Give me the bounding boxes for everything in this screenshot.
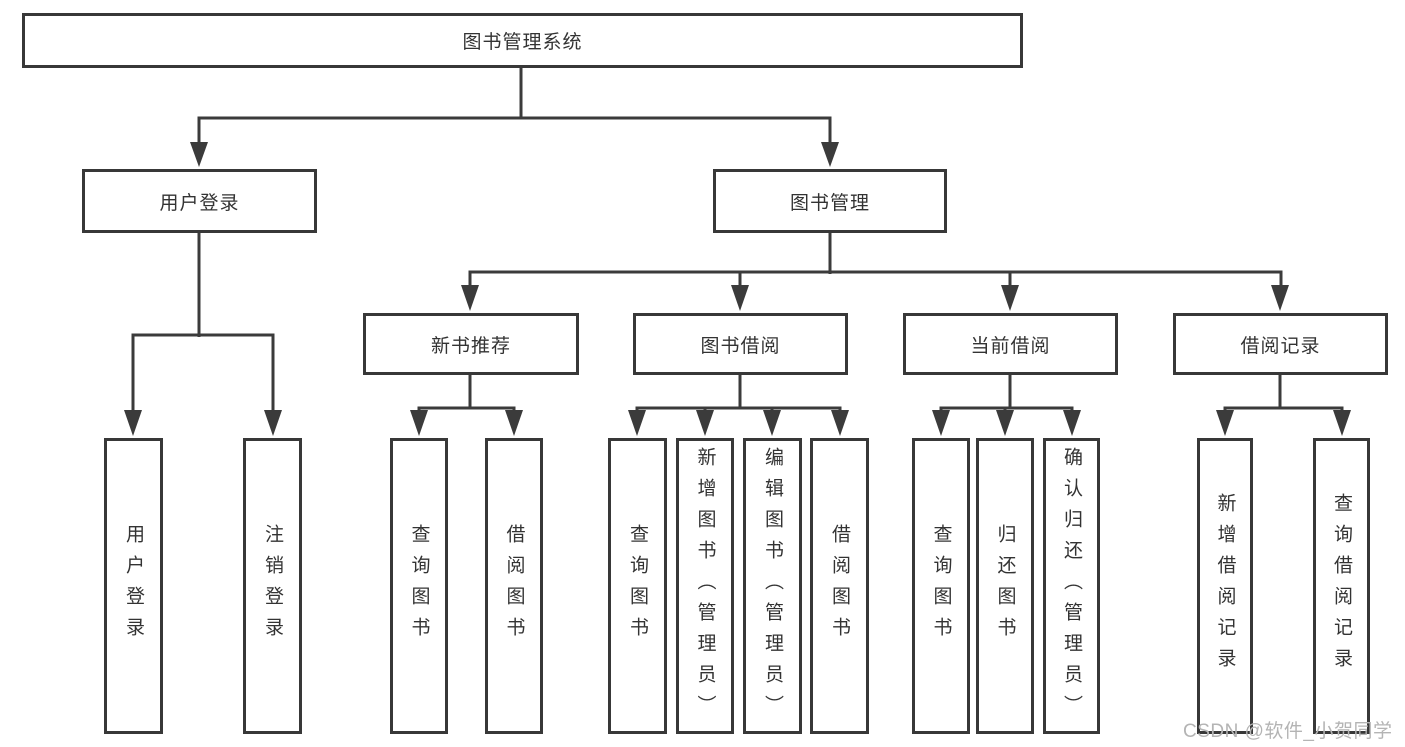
node-book-borrow: 图书借阅 [633,313,848,375]
leaf-user-login: 用户登录 [104,438,163,734]
leaf-bb-add-book-admin-label: 新增图书（管理员） [694,446,716,726]
leaf-bb-edit-book-admin-label: 编辑图书（管理员） [762,446,783,726]
csdn-watermark: CSDN @软件_小贺同学 [1183,721,1393,742]
node-current-borrow: 当前借阅 [903,313,1118,375]
leaf-cb-confirm-return-admin: 确认归还（管理员） [1043,438,1100,734]
node-book-mgmt-label: 图书管理 [789,192,870,214]
leaf-cb-return-book-label: 归还图书 [994,524,1016,648]
leaf-br-add-record: 新增借阅记录 [1197,438,1253,734]
leaf-logout-label: 注销登录 [262,524,283,648]
node-user-login-branch-label: 用户登录 [159,192,240,214]
leaf-br-query-record: 查询借阅记录 [1313,438,1370,734]
leaf-bb-query-book: 查询图书 [608,438,667,734]
leaf-bb-query-book-label: 查询图书 [627,524,648,648]
leaf-cb-confirm-return-admin-label: 确认归还（管理员） [1061,446,1082,726]
leaf-bb-borrow-book: 借阅图书 [810,438,869,734]
node-new-book-recommend: 新书推荐 [363,313,579,375]
node-current-borrow-label: 当前借阅 [970,335,1051,357]
node-root-label: 图书管理系统 [462,32,583,53]
leaf-cb-query-book: 查询图书 [912,438,970,734]
leaf-nb-query-book-label: 查询图书 [408,524,430,648]
leaf-br-add-record-label: 新增借阅记录 [1214,493,1236,679]
leaf-br-query-record-label: 查询借阅记录 [1331,493,1352,679]
leaf-bb-add-book-admin: 新增图书（管理员） [676,438,734,734]
leaf-nb-borrow-book: 借阅图书 [485,438,543,734]
leaf-user-login-label: 用户登录 [123,524,144,648]
node-borrow-record-label: 借阅记录 [1240,335,1321,357]
node-book-borrow-label: 图书借阅 [700,335,781,357]
leaf-nb-borrow-book-label: 借阅图书 [503,524,525,648]
leaf-bb-edit-book-admin: 编辑图书（管理员） [743,438,802,734]
node-root: 图书管理系统 [22,13,1023,68]
node-borrow-record: 借阅记录 [1173,313,1388,375]
leaf-cb-return-book: 归还图书 [976,438,1034,734]
leaf-bb-borrow-book-label: 借阅图书 [829,524,850,648]
node-book-mgmt: 图书管理 [713,169,947,233]
leaf-nb-query-book: 查询图书 [390,438,448,734]
node-user-login-branch: 用户登录 [82,169,317,233]
node-new-book-recommend-label: 新书推荐 [430,335,511,357]
leaf-logout: 注销登录 [243,438,302,734]
leaf-cb-query-book-label: 查询图书 [930,524,952,648]
